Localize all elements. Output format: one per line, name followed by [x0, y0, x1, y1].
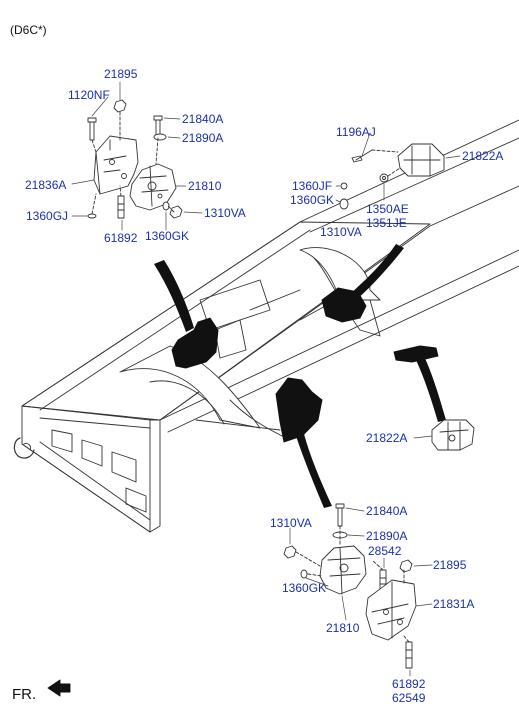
- left-upper-mount-silhouette: [171, 317, 219, 369]
- callout-21890A-bot[interactable]: 21890A: [366, 529, 408, 543]
- stud-61892-top: [117, 195, 125, 219]
- chassis-frame: [13, 119, 519, 533]
- pointer-lower-center: [296, 434, 332, 508]
- callout-1196AJ[interactable]: 1196AJ: [336, 125, 376, 139]
- bolt-1196AJ: [351, 149, 373, 163]
- bracket-21831A: [365, 579, 417, 641]
- bracket-21836A: [93, 135, 139, 195]
- callout-1310VA-top[interactable]: 1310VA: [204, 206, 246, 220]
- callout-1360GJ[interactable]: 1360GJ: [26, 209, 69, 223]
- callout-1360GK-bot[interactable]: 1360GK: [282, 581, 327, 595]
- callout-1310VA-mid[interactable]: 1310VA: [320, 225, 362, 239]
- washer-1360GK-top: [162, 201, 170, 211]
- washer-1360GK-bot: [300, 569, 308, 579]
- stud-61892-bot: [405, 641, 413, 669]
- callout-21840A-top[interactable]: 21840A: [182, 112, 224, 126]
- callout-21831A[interactable]: 21831A: [433, 597, 475, 611]
- callout-1360JF[interactable]: 1360JF: [292, 179, 333, 193]
- top-left-mount-group: [87, 99, 183, 219]
- washer-1360GJ: [87, 213, 97, 219]
- callout-21840A-bot[interactable]: 21840A: [366, 504, 408, 518]
- nut-21895-bot: [399, 559, 413, 573]
- callout-21895-bot[interactable]: 21895: [433, 558, 467, 572]
- callout-1310VA-bot[interactable]: 1310VA: [270, 516, 312, 530]
- pointer-wedges: [154, 244, 446, 508]
- washer-1360JF: [340, 182, 348, 190]
- center-mount-silhouette: [275, 377, 323, 443]
- nut-1310VA-top: [169, 205, 183, 219]
- pointer-upper-right: [350, 244, 404, 300]
- bolt-1120NF: [87, 117, 97, 141]
- callout-21836A[interactable]: 21836A: [25, 178, 67, 192]
- callout-21822A-top[interactable]: 21822A: [462, 149, 504, 163]
- leader-lines: [71, 81, 461, 677]
- nut-21895-top: [113, 99, 127, 113]
- mid-right-insulator: [431, 419, 475, 451]
- washer-1360GK-mid: [339, 198, 349, 210]
- washer-21890A-top: [153, 133, 167, 141]
- callout-21822A-mid[interactable]: 21822A: [366, 431, 408, 445]
- callout-61892-top[interactable]: 61892: [104, 231, 138, 245]
- washer-1350AE: [379, 173, 389, 183]
- engine-mount-21810-bot: [319, 545, 367, 595]
- pointer-mid-right: [416, 356, 446, 422]
- callout-21810-bot[interactable]: 21810: [326, 621, 360, 635]
- bolt-21840A-bot: [335, 503, 345, 527]
- callout-1351JE[interactable]: 1351JE: [366, 216, 407, 230]
- callout-1360GK-mid[interactable]: 1360GK: [290, 193, 335, 207]
- callout-62549[interactable]: 62549: [392, 691, 426, 705]
- callout-21810-top[interactable]: 21810: [188, 179, 222, 193]
- callout-28542[interactable]: 28542: [368, 544, 402, 558]
- engine-variant-label: (D6C*): [10, 23, 47, 37]
- callout-21895-top[interactable]: 21895: [104, 67, 138, 81]
- nut-1310VA-bot: [283, 545, 297, 559]
- callout-1360GK-top[interactable]: 1360GK: [145, 229, 190, 243]
- callout-1120NF[interactable]: 1120NF: [68, 88, 110, 102]
- bottom-mount-group: [283, 503, 417, 669]
- callout-1350AE[interactable]: 1350AE: [366, 202, 409, 216]
- callout-21890A-top[interactable]: 21890A: [182, 131, 224, 145]
- top-right-mount-group: [339, 143, 445, 210]
- engine-mount-21810-top: [129, 163, 177, 211]
- crossmember-insulator-silhouette: [393, 345, 439, 363]
- callout-61892-bot[interactable]: 61892: [392, 677, 426, 691]
- front-direction-arrow: [47, 679, 71, 697]
- pointer-upper-left: [154, 260, 194, 332]
- front-direction-label: FR.: [12, 686, 37, 703]
